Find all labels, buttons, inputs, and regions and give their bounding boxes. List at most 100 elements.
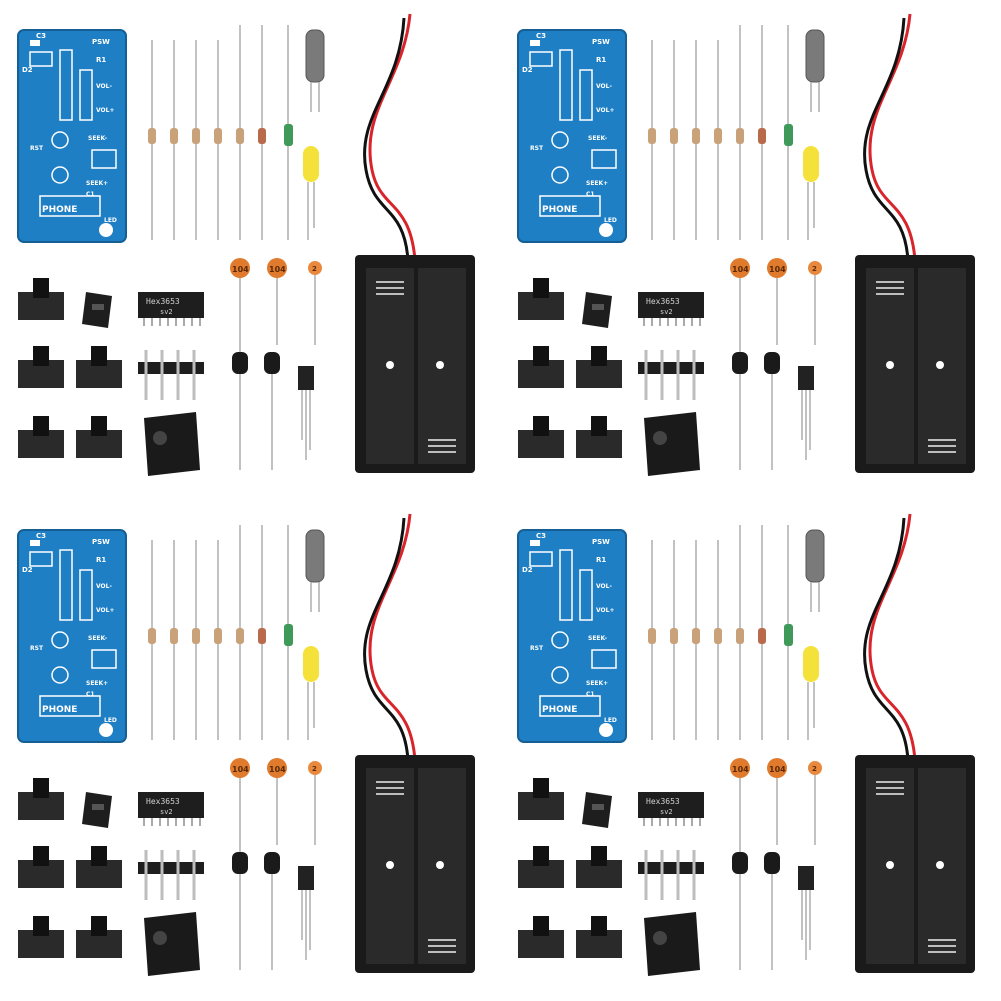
battery-holder — [855, 255, 975, 473]
capacitor-104 — [730, 258, 750, 278]
pcb-board: C3 D2 PSW R1 VOL- VOL+ SEEK- SEEK+ RST P… — [17, 529, 127, 743]
pcb-label: D2 — [22, 566, 33, 574]
pcb-label: VOL+ — [596, 607, 615, 614]
pcb-label: VOL+ — [96, 607, 115, 614]
chip-marking: Hex3653 — [146, 797, 180, 806]
tactile-buttons — [18, 278, 122, 458]
pin-header — [138, 850, 204, 900]
pin-header — [138, 350, 204, 400]
pcb-label: VOL- — [96, 83, 112, 90]
pcb-label: PSW — [592, 38, 610, 46]
pcb-label: RST — [30, 645, 44, 652]
pcb-label: R1 — [596, 556, 606, 564]
pcb-label: D2 — [22, 66, 33, 74]
pcb-silkscreen-labels: C3 D2 PSW R1 VOL- VOL+ SEEK- SEEK+ RST P… — [22, 32, 117, 224]
ceramic-capacitors: 104 104 2 — [230, 258, 322, 470]
kit-illustration: C3 D2 PSW R1 VOL- VOL+ SEEK- SEEK+ RST P… — [17, 13, 475, 476]
kit-illustration: C3 D2 PSW R1 VOL- VOL+ SEEK- SEEK+ RST P… — [17, 513, 475, 976]
pcb-label: SEEK+ — [586, 680, 608, 687]
jumper-cap — [82, 292, 112, 328]
pcb-label: C1 — [586, 691, 595, 698]
pcb-label: RST — [30, 145, 44, 152]
tactile-buttons — [18, 778, 122, 958]
transistors — [232, 852, 314, 970]
ic-chip: Hex3653 sv2 — [638, 292, 704, 326]
capacitor-104 — [767, 758, 787, 778]
ic-chip: Hex3653 sv2 — [638, 792, 704, 826]
kit-photo-tile: C3 D2 PSW R1 VOL- VOL+ SEEK- SEEK+ RST P… — [500, 0, 1000, 500]
resistor-bodies — [148, 124, 293, 146]
yellow-led — [303, 646, 319, 740]
pcb-label: SEEK+ — [86, 680, 108, 687]
tactile-buttons — [518, 278, 622, 458]
pcb-label: C1 — [86, 191, 95, 198]
pcb-label: C3 — [36, 532, 46, 540]
capacitor-small — [308, 761, 322, 775]
yellow-led — [303, 146, 319, 240]
pcb-label: PSW — [592, 538, 610, 546]
transistors — [732, 852, 814, 970]
chip-sub-marking: sv2 — [160, 308, 173, 316]
pcb-label: SEEK- — [88, 635, 108, 642]
pcb-label: LED — [604, 717, 617, 724]
pcb-label: VOL- — [596, 583, 612, 590]
pcb-label: SEEK+ — [586, 180, 608, 187]
capacitor-marking: 104 — [269, 265, 286, 274]
ic-chip: Hex3653 sv2 — [138, 792, 204, 826]
pcb-label: VOL- — [596, 83, 612, 90]
pcb-label: VOL+ — [96, 107, 115, 114]
pin-header — [638, 850, 704, 900]
crystal-oscillator — [805, 529, 825, 612]
battery-holder — [355, 255, 475, 473]
pcb-board: C3 D2 PSW R1 VOL- VOL+ SEEK- SEEK+ RST P… — [517, 529, 627, 743]
jumper-cap — [582, 292, 612, 328]
capacitor-104 — [267, 758, 287, 778]
kit-illustration: C3 D2 PSW R1 VOL- VOL+ SEEK- SEEK+ RST P… — [517, 13, 975, 476]
ceramic-capacitors: 104 104 2 — [730, 258, 822, 470]
pcb-label: SEEK- — [588, 635, 608, 642]
pcb-silkscreen-labels: C3 D2 PSW R1 VOL- VOL+ SEEK- SEEK+ RST P… — [522, 32, 617, 224]
pcb-label: LED — [104, 217, 117, 224]
capacitor-marking: 104 — [232, 265, 249, 274]
pcb-label: SEEK+ — [86, 180, 108, 187]
pcb-label: VOL+ — [596, 107, 615, 114]
pcb-label: C3 — [536, 32, 546, 40]
pcb-label: PHONE — [42, 205, 77, 215]
audio-jack — [644, 912, 700, 976]
pcb-label: PSW — [92, 38, 110, 46]
battery-holder — [855, 755, 975, 973]
capacitor-small — [308, 261, 322, 275]
pcb-label: SEEK- — [88, 135, 108, 142]
transistors — [732, 352, 814, 470]
crystal-oscillator — [305, 29, 325, 112]
pcb-label: R1 — [96, 556, 106, 564]
capacitor-marking: 2 — [812, 265, 817, 273]
jumper-cap — [582, 792, 612, 828]
crystal-oscillator — [805, 29, 825, 112]
capacitor-104 — [767, 258, 787, 278]
pcb-label: PSW — [92, 538, 110, 546]
pcb-label: C3 — [36, 32, 46, 40]
pcb-label: D2 — [522, 566, 533, 574]
pcb-label: C1 — [586, 191, 595, 198]
yellow-led — [803, 646, 819, 740]
capacitor-104 — [230, 258, 250, 278]
resistor-bodies — [148, 624, 293, 646]
crystal-oscillator — [305, 529, 325, 612]
kit-illustration: C3 D2 PSW R1 VOL- VOL+ SEEK- SEEK+ RST P… — [517, 513, 975, 976]
chip-sub-marking: sv2 — [660, 808, 673, 816]
capacitor-marking: 104 — [269, 765, 286, 774]
pcb-board: C3 D2 PSW R1 VOL- VOL+ SEEK- SEEK+ RST P… — [517, 29, 627, 243]
kit-photo-tile: C3 D2 PSW R1 VOL- VOL+ SEEK- SEEK+ RST P… — [500, 500, 1000, 1000]
ic-chip: Hex3653 sv2 — [138, 292, 204, 326]
resistor-bodies — [648, 624, 793, 646]
pcb-silkscreen-labels: C3 D2 PSW R1 VOL- VOL+ SEEK- SEEK+ RST P… — [522, 532, 617, 724]
pcb-label: C1 — [86, 691, 95, 698]
kit-photo-tile: C3 D2 PSW R1 VOL- VOL+ SEEK- SEEK+ RST P… — [0, 0, 500, 500]
pin-header — [638, 350, 704, 400]
battery-wires — [863, 513, 917, 761]
battery-wires — [363, 13, 417, 261]
pcb-label: R1 — [96, 56, 106, 64]
tactile-buttons — [518, 778, 622, 958]
pcb-label: PHONE — [542, 205, 577, 215]
